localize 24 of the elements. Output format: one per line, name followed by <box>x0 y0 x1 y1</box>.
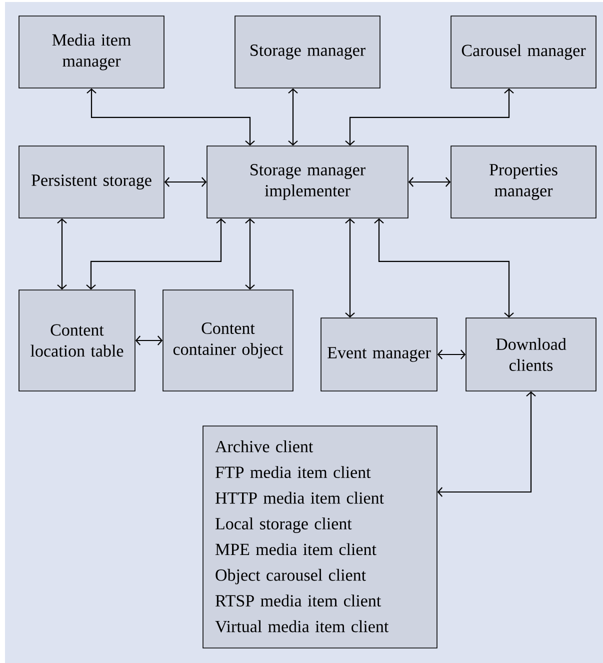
arrow <box>164 177 207 187</box>
process-box: Storage manager <box>234 16 380 88</box>
arrow <box>374 218 514 318</box>
client-list-box: Archive client FTP media item client HTTP media item client Local storage client MPE media item client Object carousel client RTSP media item client Virtual media item client <box>202 426 438 648</box>
process-box: Content location table <box>18 290 136 392</box>
process-box: Media item manager <box>18 16 164 88</box>
process-box: Download clients <box>466 318 596 392</box>
arrow <box>408 177 451 187</box>
arrow <box>437 350 466 360</box>
process-box: Persistent storage <box>18 146 164 218</box>
arrow <box>86 88 255 146</box>
arrow <box>245 218 255 290</box>
process-box: Carousel manager <box>450 16 596 88</box>
arrow <box>437 391 536 497</box>
arrow <box>135 336 163 346</box>
arrow <box>345 88 514 146</box>
process-box: Content container object <box>162 290 294 392</box>
arrow <box>86 218 226 290</box>
arrow <box>345 218 355 318</box>
process-box: Event manager <box>320 318 438 392</box>
process-box: Properties manager <box>450 146 596 218</box>
process-box: Storage manager implementer <box>206 146 408 218</box>
arrow <box>57 218 67 290</box>
arrow <box>288 88 298 146</box>
